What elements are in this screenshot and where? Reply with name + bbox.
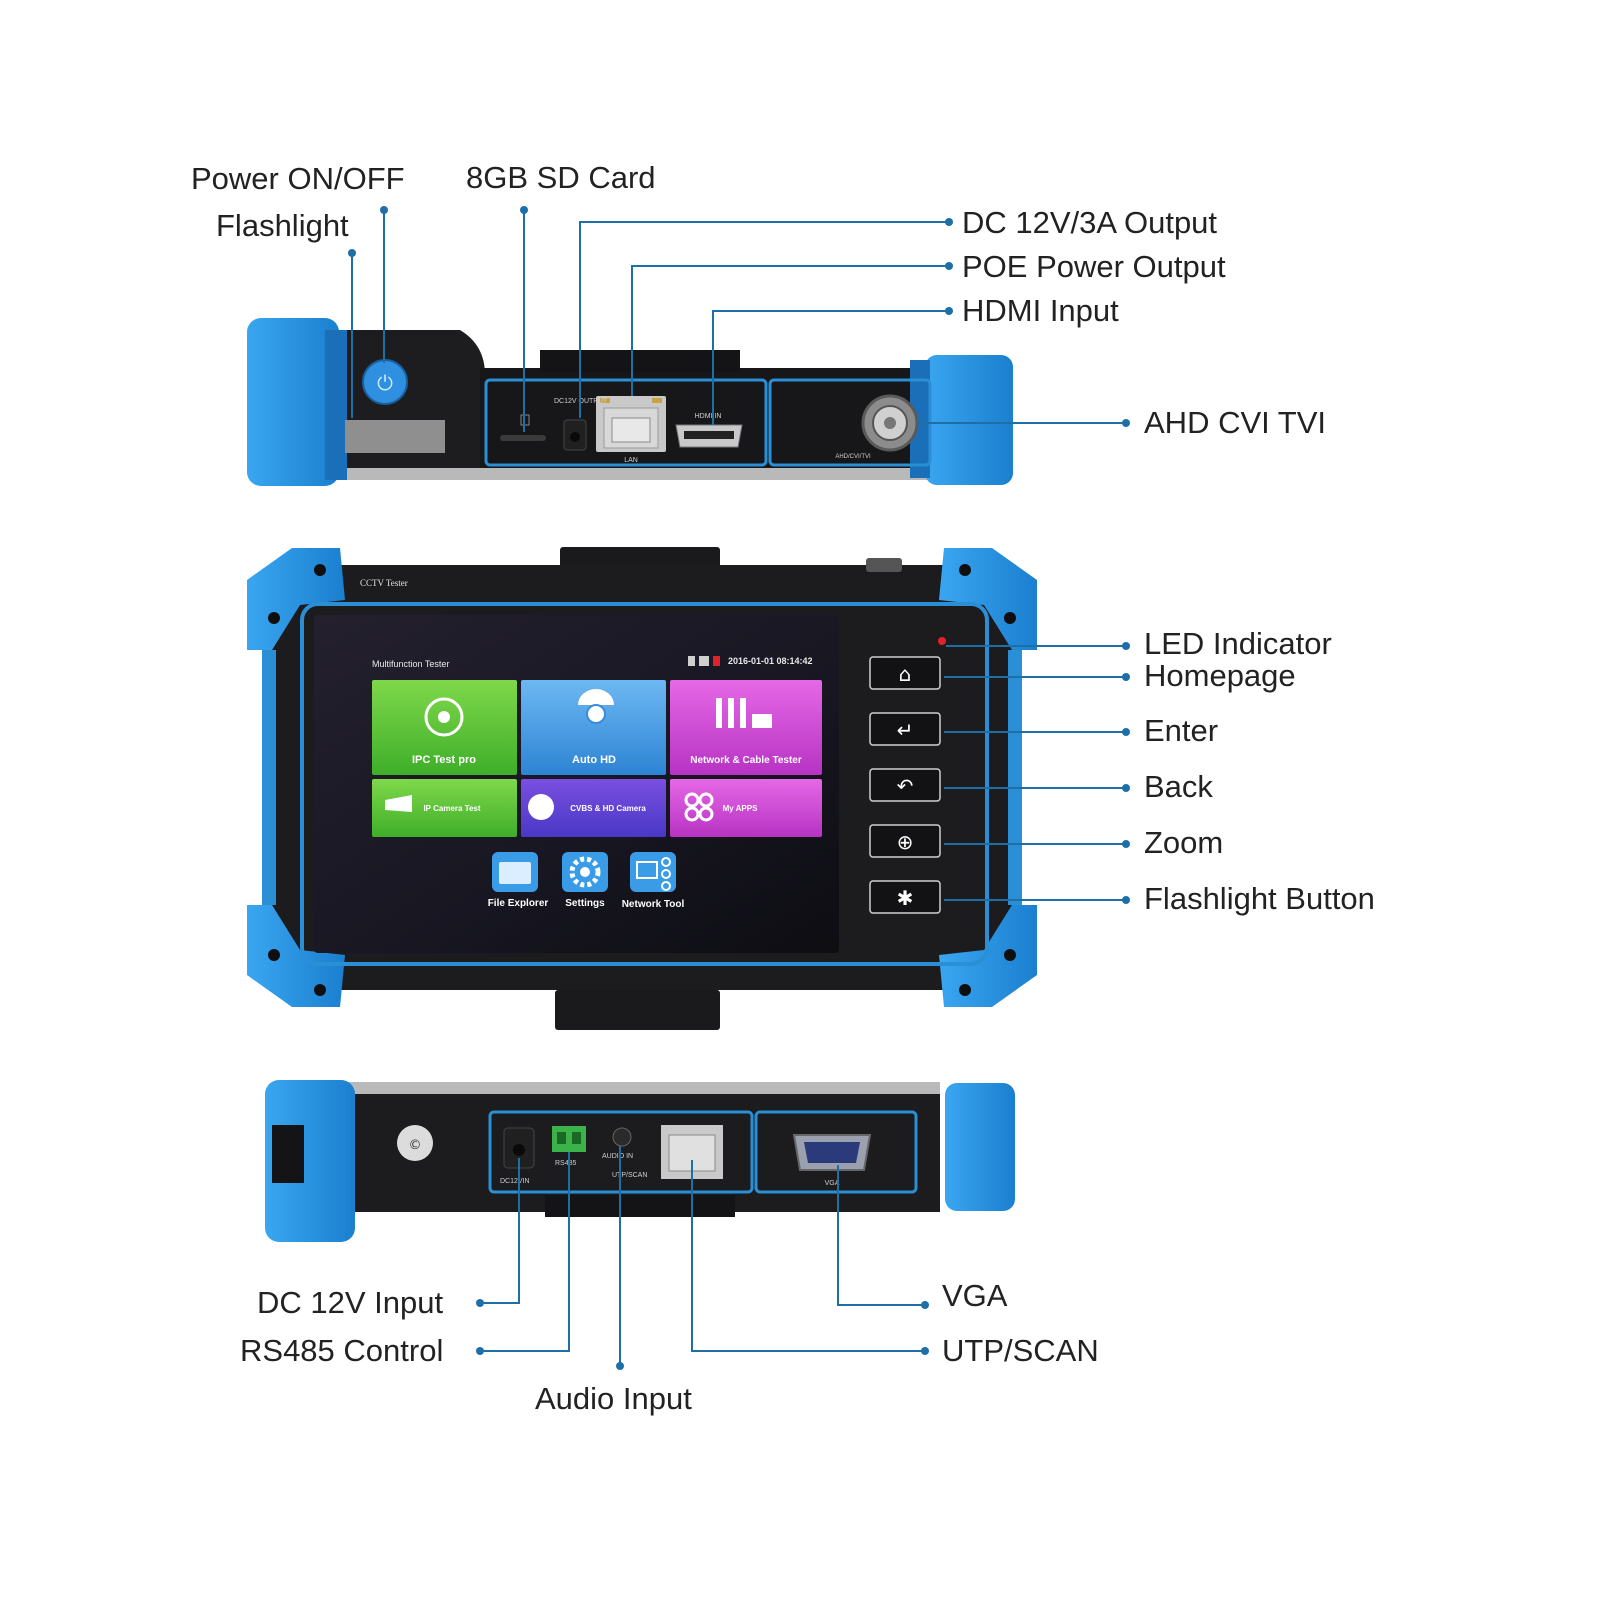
my-apps-icon (684, 792, 714, 822)
tile-ip-camera[interactable] (372, 779, 517, 837)
leader-utp (691, 1160, 925, 1352)
flashlight-lens (345, 420, 445, 453)
top-hdmi-port-label: HDMI IN (695, 413, 722, 420)
label-vga: VGA (942, 1278, 1008, 1313)
left-bumper (247, 318, 339, 486)
label-homepage: Homepage (1144, 658, 1296, 693)
label-led-indicator: LED Indicator (1144, 626, 1332, 661)
leader-hdmi (712, 310, 949, 425)
certification-logo (397, 1125, 433, 1161)
tile-cvbs-hd[interactable] (521, 779, 666, 837)
zoom-button[interactable] (869, 824, 941, 858)
tile-label-my-apps: My APPS (723, 804, 758, 813)
top-dc-port-label: DC12V OUTPUT (554, 398, 608, 405)
label-enter: Enter (1144, 713, 1219, 748)
cable-plugs-icon (716, 698, 772, 728)
leader-rs485 (480, 1152, 570, 1352)
tile-label-ipc: IPC Test pro (412, 754, 476, 766)
bumper-bottom-left (247, 905, 345, 1007)
back-icon: ↶ (897, 774, 914, 798)
leader-dc-input (480, 1158, 520, 1304)
label-dc-input: DC 12V Input (257, 1285, 444, 1320)
bottom-rs485-label: RS485 (555, 1160, 577, 1167)
tile-label-network: Network & Cable Tester (690, 755, 802, 766)
screen-datetime: 2016-01-01 08:14:42 (728, 656, 813, 666)
enter-button[interactable] (869, 712, 941, 746)
dock-label-file: File Explorer (488, 898, 549, 909)
top-lan-port-label: LAN (624, 457, 638, 464)
label-poe-output: POE Power Output (962, 249, 1226, 284)
dc-input-jack[interactable] (513, 1144, 525, 1156)
bottom-view-device: © (265, 1080, 1015, 1242)
enter-icon: ↵ (897, 718, 914, 742)
bottom-dc-label: DC12VIN (500, 1178, 530, 1185)
bumper-bottom-right (939, 905, 1037, 1007)
ipc-camera-icon (424, 697, 464, 737)
audio-input-jack[interactable] (612, 1127, 632, 1147)
led-indicator (938, 637, 946, 645)
ip-camera-icon (385, 795, 412, 812)
tile-auto-hd[interactable] (521, 680, 666, 775)
strap-bottom (555, 990, 720, 1030)
ptz-camera-icon (528, 794, 554, 820)
label-audio-input: Audio Input (535, 1381, 692, 1416)
back-button[interactable] (869, 768, 941, 802)
leader-lines (351, 210, 1126, 1366)
bulb-icon: ✱ (897, 886, 914, 910)
bottom-right-bumper (945, 1083, 1015, 1211)
label-sd-card: 8GB SD Card (466, 160, 656, 195)
right-bumper (925, 355, 1013, 485)
homepage-button[interactable] (869, 656, 941, 690)
flashlight-button[interactable] (869, 880, 941, 914)
bottom-left-bumper (265, 1080, 355, 1242)
dock-label-network-tool: Network Tool (622, 899, 685, 910)
dome-camera-icon (578, 689, 614, 705)
bottom-audio-label: AUDIO IN (602, 1153, 633, 1160)
leader-dc-output (579, 221, 949, 418)
label-dc-output: DC 12V/3A Output (962, 205, 1218, 240)
home-icon: ⌂ (899, 662, 912, 686)
zoom-icon: ⊕ (897, 830, 914, 854)
label-zoom: Zoom (1144, 825, 1224, 860)
bottom-vga-label: VGA (825, 1180, 840, 1187)
bottom-utp-label: UTP/SCAN (612, 1172, 647, 1179)
tile-label-cvbs: CVBS & HD Camera (570, 804, 646, 813)
leader-poe (631, 265, 949, 396)
top-port-panel (484, 378, 768, 467)
label-flashlight: Flashlight (216, 208, 349, 243)
label-ahd-cvi-tvi: AHD CVI TVI (1144, 405, 1327, 440)
leader-vga (837, 1165, 925, 1306)
tile-label-ip-camera: IP Camera Test (423, 804, 480, 813)
leader-dots (348, 206, 1130, 1370)
top-view-device: ⏻ (247, 318, 1013, 486)
svg-text:©: © (409, 1138, 422, 1153)
sd-slot[interactable] (500, 435, 546, 441)
brand-label: CCTV Tester (360, 578, 408, 588)
screen-title: Multifunction Tester (372, 659, 449, 669)
dc-output-jack[interactable] (570, 432, 580, 442)
front-view-device: ⌂ ↵ ↶ ⊕ ✱ (247, 547, 1037, 1030)
label-rs485-control: RS485 Control (240, 1333, 444, 1368)
top-bnc-port-label: AHD/CVI/TVI (835, 454, 871, 460)
label-flashlight-button: Flashlight Button (1144, 881, 1375, 916)
power-icon: ⏻ (377, 371, 393, 395)
label-power-on-off: Power ON/OFF (191, 161, 405, 196)
tile-label-auto-hd: Auto HD (572, 754, 616, 766)
tile-ipc-test[interactable] (372, 680, 517, 775)
dock-label-settings: Settings (565, 898, 605, 909)
label-hdmi-input: HDMI Input (962, 293, 1119, 328)
label-utp-scan: UTP/SCAN (942, 1333, 1099, 1368)
label-back: Back (1144, 769, 1213, 804)
